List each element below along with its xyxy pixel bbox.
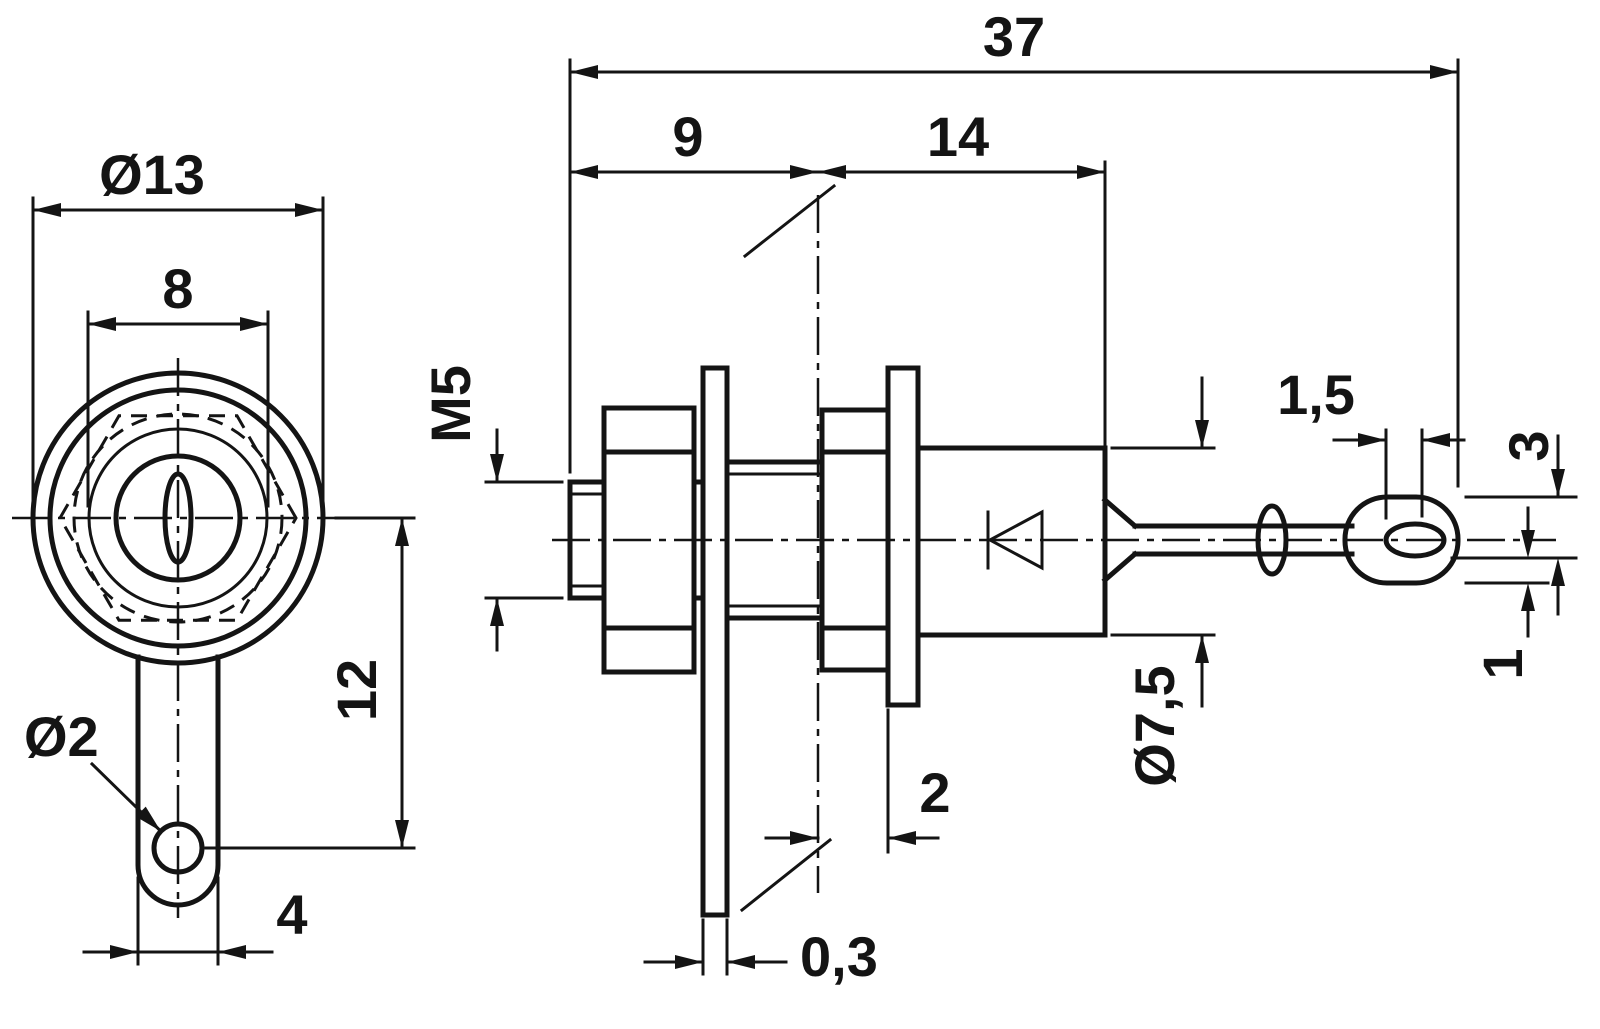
dim-lines [1450, 434, 1578, 616]
dim-label-lug-thickness: 1 [1471, 648, 1534, 679]
dim-label-body-diameter: Ø7,5 [1123, 665, 1186, 786]
dim-body-length: 14 [816, 105, 1107, 446]
dim-label-hole-diameter: Ø2 [24, 705, 99, 768]
washer-plate [885, 365, 921, 708]
dim-label-body-length: 14 [927, 105, 989, 168]
dim-label-lug-hole-offset: 1,5 [1277, 363, 1355, 426]
dim-lug-width: 3 [1450, 430, 1578, 616]
dim-thread-side-length: 9 [568, 105, 820, 179]
dim-lines [31, 196, 325, 508]
leader-arrow [135, 806, 161, 832]
dim-bracket-thickness: 0,3 [643, 918, 878, 988]
dim-label-inner-diameter: 8 [162, 257, 193, 320]
dim-label-outer-diameter: Ø13 [99, 143, 205, 206]
hex-outline-dashed [58, 414, 298, 622]
mounting-tab-outline [135, 654, 221, 908]
dim-inner-diameter: 8 [86, 257, 270, 508]
dim-lines [643, 918, 788, 976]
dim-label-tab-width: 4 [276, 883, 307, 946]
dim-arrows [110, 945, 246, 959]
dim-lines [816, 160, 1107, 446]
dim-lines [764, 708, 940, 854]
panel-break-marks [739, 183, 837, 913]
dim-label-panel-gap: 2 [919, 761, 950, 824]
dim-arrows [790, 831, 916, 845]
dim-lines [484, 428, 564, 652]
dim-lines [86, 310, 270, 508]
dim-label-overall-length: 37 [983, 5, 1045, 68]
dim-arrows [1551, 469, 1565, 586]
dim-arrows [1521, 530, 1535, 611]
front-view [12, 358, 342, 918]
dim-thread-size: M5 [419, 365, 564, 652]
dim-arrows [570, 165, 818, 179]
stud-thread-lines [568, 472, 824, 608]
front-centerlines [12, 358, 342, 918]
dim-arrows [1195, 420, 1209, 663]
side-view [552, 183, 1556, 918]
dim-label-thread-size: M5 [419, 365, 482, 443]
dim-arrows [1358, 433, 1450, 447]
dim-body-diameter: Ø7,5 [1110, 376, 1216, 787]
dim-label-bracket-thickness: 0,3 [800, 925, 878, 988]
dim-lug-hole-offset: 1,5 [1277, 363, 1466, 520]
bracket-plate [700, 365, 730, 918]
hex-nut [601, 405, 697, 675]
dim-lines [204, 516, 416, 850]
dim-lines [568, 58, 1460, 488]
dim-lug-thickness: 1 [1464, 506, 1550, 680]
diode-body [915, 445, 1108, 638]
dim-label-thread-side-length: 9 [672, 105, 703, 168]
dim-outer-diameter: Ø13 [31, 143, 325, 508]
dim-tab-length: 12 [204, 516, 416, 850]
dim-panel-gap: 2 [764, 708, 951, 854]
dim-hole-diameter: Ø2 [24, 705, 163, 834]
dim-overall-length: 37 [568, 5, 1460, 488]
dim-label-tab-length: 12 [325, 659, 388, 721]
dim-arrows [490, 454, 504, 626]
dim-lines [1332, 428, 1466, 520]
lead-wire [1132, 523, 1355, 557]
dim-tab-width: 4 [82, 876, 308, 966]
body-taper [1101, 496, 1139, 584]
dim-lines [1464, 506, 1550, 638]
dim-lines [1110, 376, 1216, 708]
dim-arrows [675, 955, 755, 969]
dim-label-lug-width: 3 [1497, 430, 1560, 461]
